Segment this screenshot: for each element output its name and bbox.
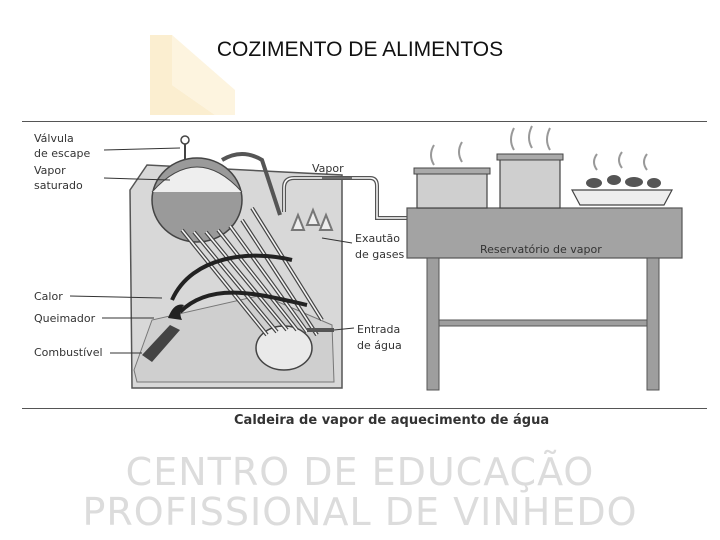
slide-title: COZIMENTO DE ALIMENTOS <box>0 38 720 62</box>
label-vapor-saturado-2: saturado <box>34 179 83 192</box>
pot-left-lid <box>414 168 490 174</box>
table-leg-left <box>427 258 439 390</box>
bottom-divider <box>22 408 707 409</box>
label-vapor-saturado-1: Vapor <box>34 164 66 177</box>
label-entrada-1: Entrada <box>357 323 400 336</box>
diagram-caption: Caldeira de vapor de aquecimento de água <box>234 413 549 428</box>
label-combustivel: Combustível <box>34 346 103 359</box>
pot-middle-lid <box>497 154 563 160</box>
label-queimador: Queimador <box>34 312 96 325</box>
pot-middle <box>500 158 560 208</box>
label-vapor: Vapor <box>312 162 344 175</box>
label-entrada-2: de água <box>357 339 402 352</box>
table-crossbar <box>439 320 647 326</box>
label-exaustao-1: Exautão <box>355 232 400 245</box>
relief-valve <box>181 136 189 144</box>
food-tray <box>572 190 672 205</box>
watermark-line-2: PROFISSIONAL DE VINHEDO <box>0 490 720 534</box>
pot-left <box>417 172 487 208</box>
label-valvula-1: Válvula <box>34 132 74 145</box>
label-exaustao-2: de gases <box>355 248 404 261</box>
food-items <box>586 175 661 188</box>
watermark-line-1: CENTRO DE EDUCAÇÃO <box>0 450 720 494</box>
label-calor: Calor <box>34 290 63 303</box>
table-leg-right <box>647 258 659 390</box>
label-valvula-2: de escape <box>34 147 91 160</box>
label-reservatorio: Reservatório de vapor <box>480 243 602 256</box>
boiler-diagram: Válvula de escape Vapor saturado Calor Q… <box>22 120 707 410</box>
